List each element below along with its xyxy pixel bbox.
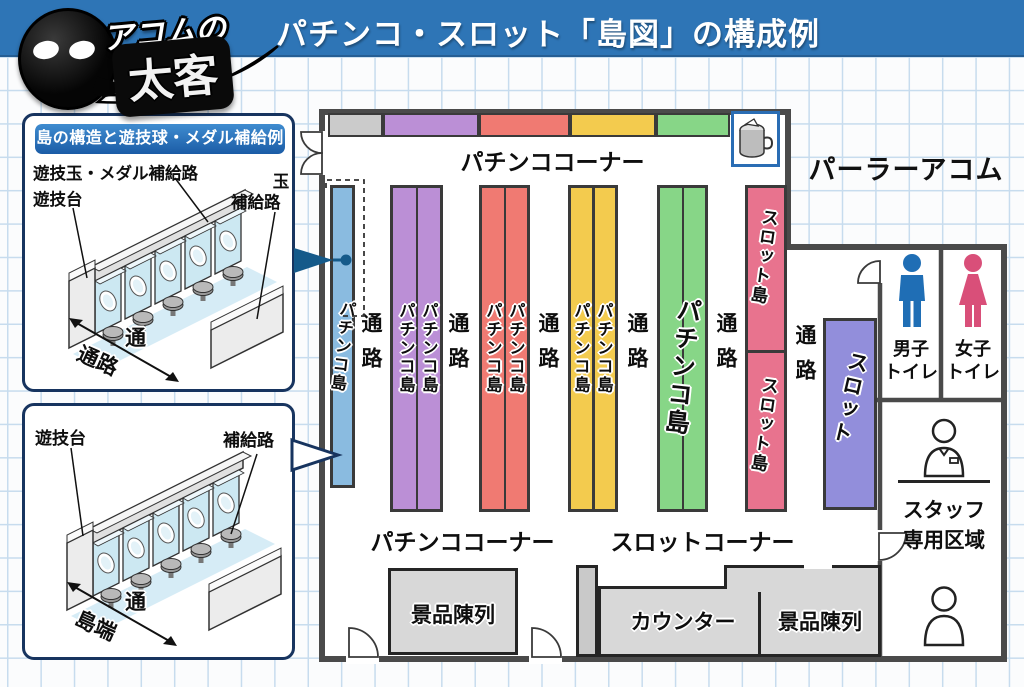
- island-label: パチンコ島: [506, 302, 525, 395]
- wall-strip-gray: [328, 113, 383, 137]
- aisle-char-label: 通: [125, 591, 146, 614]
- island-pachinko-yellow: [568, 185, 618, 512]
- doors: [300, 131, 907, 658]
- route-label: 補給路: [223, 431, 274, 450]
- drink-station: [731, 111, 780, 167]
- logo-eye-icon: [67, 38, 97, 62]
- aisle-arrow: [69, 318, 179, 382]
- womens-toilet-label: 女子トイレ: [946, 339, 1000, 383]
- aisle-char-label: 通: [125, 327, 146, 350]
- wall-strip-purple: [383, 113, 479, 137]
- pachinko-corner-label-bottom: パチンココーナー: [370, 529, 555, 555]
- staff-area-label: スタッフ専用区域: [903, 499, 985, 552]
- bottom-door-icon: [348, 627, 379, 658]
- machine-label: 遊技台: [33, 191, 83, 209]
- stools: [102, 266, 244, 346]
- entrance-door-icon: [300, 131, 323, 154]
- parlor-name: パーラーアコム: [808, 155, 1004, 185]
- island-pachinko-purple: [390, 185, 443, 512]
- inset-island-end: 遊技台 補給路 通 島端: [22, 403, 295, 660]
- womens-toilet-icon: [959, 254, 987, 327]
- island-isometric-art: [66, 447, 282, 646]
- staff-door-icon: [878, 532, 907, 561]
- counter-label: カウンター: [630, 611, 736, 634]
- aisle-label: 通路: [536, 312, 560, 382]
- staff-person-icon: [923, 418, 965, 478]
- staff-divider: [898, 480, 990, 483]
- pachinko-machines: [94, 206, 247, 336]
- inset-island-structure: 島の構造と遊技球・メダル補給例: [22, 113, 295, 392]
- prize-display-label: 景品陳列: [411, 604, 495, 627]
- counter-block: カウンター 景品陳列: [598, 565, 881, 657]
- counter-top-gap: [804, 565, 832, 569]
- entrance-door-icon: [300, 152, 323, 175]
- staff-person-icon: [923, 586, 965, 647]
- logo-eye-icon: [31, 38, 61, 62]
- island-label: パチンコ島: [396, 302, 415, 395]
- page-title: パチンコ・スロット「島図」の構成例: [276, 17, 820, 52]
- wall-strip-yellow: [570, 113, 656, 137]
- wall-strip-green: [656, 113, 730, 137]
- prize-display-label: 景品陳列: [778, 611, 862, 634]
- counter-divider: [758, 592, 761, 654]
- slot-corner-label: スロットコーナー: [610, 529, 795, 555]
- pointer-lines: [70, 447, 258, 537]
- aisle-label: 通路: [714, 312, 738, 382]
- cup-icon: [739, 118, 774, 158]
- door-gap: [346, 654, 379, 664]
- aisle-label: 通路: [625, 312, 649, 382]
- island-label: パチンコ島: [571, 302, 590, 395]
- bottom-door-icon: [531, 627, 562, 658]
- island-slot-pink: [745, 185, 787, 512]
- wall-strip-red: [479, 113, 570, 137]
- island-end-arrow: [67, 582, 177, 646]
- pachinko-corner-label-top: パチンココーナー: [460, 149, 645, 175]
- ball-supply-label-1: 玉: [272, 173, 290, 191]
- inset-title: 島の構造と遊技球・メダル補給例: [35, 124, 285, 154]
- toilet-door-icon: [857, 260, 881, 284]
- supply-route-label: 遊技玉・メダル補給路: [33, 165, 198, 183]
- aisle-label: 通路: [446, 312, 470, 382]
- aisle-label: 通路: [359, 312, 383, 382]
- island-label: パチンコ島: [419, 302, 438, 395]
- door-gap: [529, 654, 562, 664]
- aisle-label: 通路: [793, 324, 817, 394]
- island-pachinko-green: [657, 185, 708, 512]
- island-label: パチンコ島: [483, 302, 502, 395]
- mens-toilet-icon: [899, 254, 925, 327]
- counter-opening: [598, 565, 727, 589]
- island-slot-violet: [823, 318, 877, 510]
- island-isometric-art: [68, 177, 284, 382]
- machine-label: 遊技台: [35, 429, 86, 448]
- ball-supply-label-2: 補給路: [231, 194, 281, 212]
- island-divider: [747, 350, 785, 353]
- logo: アコムの 太客: [6, 2, 296, 122]
- logo-text-bottom: 太客: [111, 34, 235, 119]
- island-pachinko-red: [479, 185, 530, 512]
- counter-wall-stub: [576, 565, 598, 657]
- island-label: パチンコ島: [594, 302, 613, 395]
- prize-display-left: 景品陳列: [388, 568, 518, 655]
- pointer-lines: [72, 177, 276, 320]
- mens-toilet-label: 男子トイレ: [884, 339, 938, 383]
